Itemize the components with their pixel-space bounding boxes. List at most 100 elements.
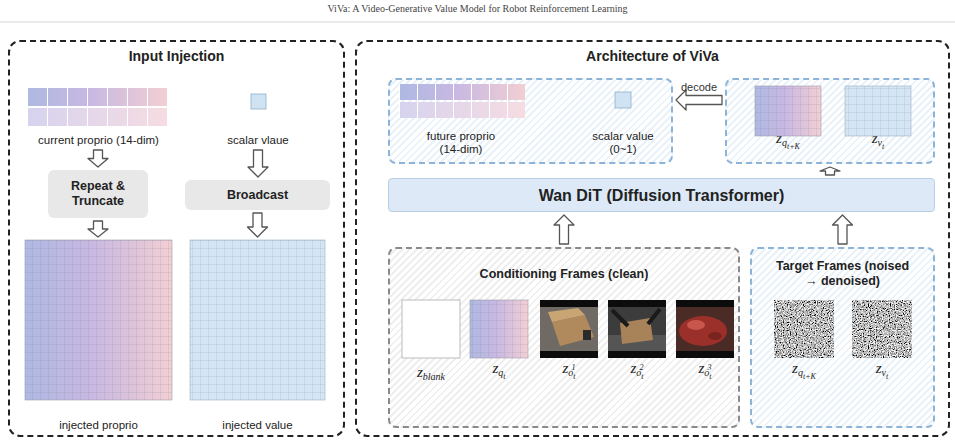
robot-arm [612, 309, 660, 326]
proprio-row [399, 84, 525, 100]
subscript: t+K [787, 142, 800, 151]
panel-title: Architecture of ViVa [357, 48, 948, 65]
latent-label: zblank [400, 363, 462, 386]
cardboard-box [620, 318, 653, 344]
latent-grid [845, 86, 911, 136]
latent-label: ẑvt [838, 129, 918, 156]
edge-label: decode [681, 81, 717, 93]
token-grid: scalar value (0~1) [583, 82, 663, 156]
symbol: z [417, 364, 423, 380]
group-title: Conditioning Frames (clean) [390, 267, 738, 282]
cell-divider [399, 84, 525, 118]
subscript: t [709, 372, 711, 381]
subscript: v [882, 367, 886, 378]
latent-label: ẑqt+K [748, 129, 828, 156]
superscript: 2 [640, 363, 644, 372]
scene-background [608, 307, 666, 351]
latent-label: zot2 [606, 359, 668, 386]
group-box: future proprio (14-dim) scalar value (0~1… [388, 78, 673, 164]
superscript: 1 [572, 363, 576, 372]
table [608, 335, 666, 351]
latent-label: zqt+K [772, 359, 836, 386]
grid-label: scalar value (0~1) [583, 130, 663, 156]
latent-frame: zot3 [674, 300, 736, 386]
subscript: q [798, 367, 803, 378]
bag-shadow [708, 332, 722, 340]
latent-frame: ẑvt [838, 82, 918, 156]
box-label: Broadcast [227, 188, 288, 203]
group-box: Conditioning Frames (clean)zblankzqtzot1… [388, 247, 740, 428]
block-arrow [820, 167, 840, 175]
process-box: Broadcast [185, 180, 330, 210]
box-label: Repeat & Truncate [54, 179, 142, 209]
subscript: v [878, 137, 882, 148]
gripper [583, 330, 591, 340]
value-cell [615, 92, 631, 108]
grid-lines [845, 86, 911, 136]
latent-frame: zqt [468, 300, 530, 386]
section-panel: Input Injection current proprio (14-dim) s… [8, 40, 345, 437]
block-arrow [88, 150, 108, 167]
block-arrow [88, 221, 108, 237]
token-grid: current proprio (14-dim) [22, 85, 175, 147]
symbol: z [562, 360, 568, 376]
camera-frame [608, 300, 666, 358]
latent-frame: zblank [400, 300, 462, 386]
block-arrow [248, 150, 268, 177]
symbol: z [492, 360, 498, 376]
grid-label: current proprio (14-dim) [22, 134, 175, 147]
group-box: ẑqt+Kẑvt [725, 78, 935, 164]
block-arrow [554, 215, 574, 244]
bag-highlight [687, 320, 705, 330]
box-label: Wan DiT (Diffusion Transformer) [539, 186, 785, 205]
camera-frame [676, 300, 734, 358]
subscript: t [886, 372, 888, 381]
latent-frame: ẑqt+K [748, 82, 828, 156]
latent-frame: zot2 [606, 300, 668, 386]
latent-label: zqt [468, 359, 530, 386]
block-arrow [833, 215, 853, 244]
panel-title: Input Injection [10, 48, 343, 65]
proprio-row [27, 88, 167, 106]
grid-label: injected proprio [25, 419, 172, 432]
subscript: t [882, 142, 884, 151]
symbol: z [792, 360, 798, 376]
section-panel: Architecture of ViVa future proprio (14-d… [355, 40, 950, 437]
block-arrow [248, 213, 268, 237]
symbol: z [698, 360, 704, 376]
token-grid: injected proprio [25, 240, 172, 432]
value-cell [251, 94, 266, 109]
grid-lines [190, 240, 325, 400]
latent-frame: zot1 [538, 300, 600, 386]
grid-lines [25, 240, 172, 400]
injected-value-grid [190, 240, 325, 400]
cell-divider [27, 88, 167, 126]
injected-proprio-grid [25, 240, 172, 400]
grid-label: scalar vlaue [215, 134, 301, 147]
subscript: t [641, 372, 643, 381]
group-box: Target Frames (noised → denoised)zqt+Kzv… [750, 247, 935, 428]
grid-lines [755, 86, 821, 136]
latent-frame: zvt [850, 300, 914, 386]
subscript: t [503, 372, 505, 381]
symbol: z [630, 360, 636, 376]
noise-frame [774, 300, 834, 358]
proprio-row [27, 108, 167, 126]
subscript: blank [423, 371, 445, 382]
noise-frame [852, 300, 912, 358]
subscript: q [498, 367, 503, 378]
latent-grid [755, 86, 821, 136]
box-flap [548, 308, 585, 322]
group-title: Target Frames (noised → denoised) [773, 259, 913, 289]
latent-label: zvt [850, 359, 914, 386]
symbol: ẑ [776, 130, 782, 146]
token-grid: future proprio (14-dim) [416, 82, 506, 156]
latent-frame: zqt+K [772, 300, 836, 386]
header-rule [0, 22, 955, 23]
proprio-frame [470, 300, 528, 358]
grid-label: future proprio (14-dim) [416, 130, 506, 156]
block-arrow [676, 90, 722, 110]
red-bag [679, 316, 727, 346]
superscript: 3 [708, 363, 712, 372]
